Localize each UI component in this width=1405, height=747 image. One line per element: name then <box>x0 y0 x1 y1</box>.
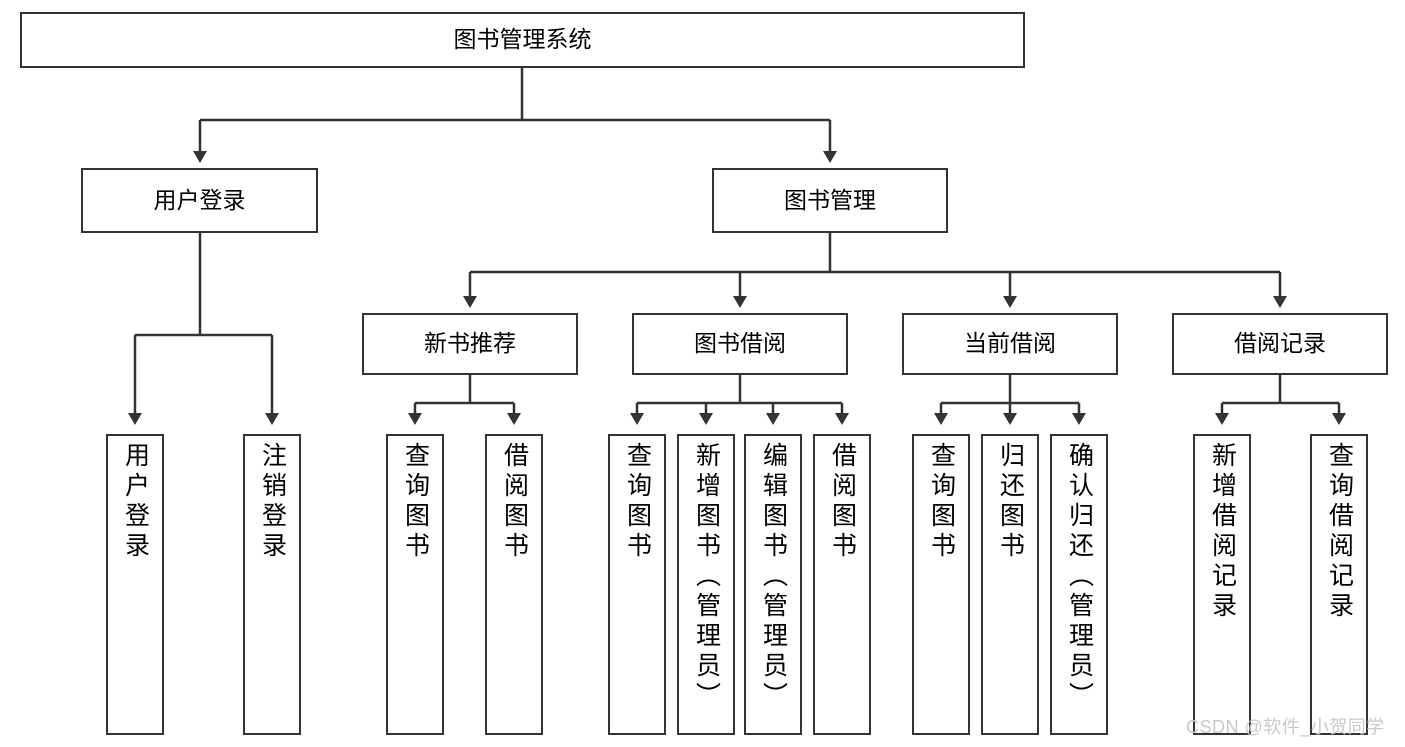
node-label: 编辑图书（管理员） <box>759 442 788 712</box>
leaf-query-book-borrow[interactable]: 查询图书 <box>608 434 666 735</box>
node-label: 新增借阅记录 <box>1208 442 1237 622</box>
node-label: 归还图书 <box>996 442 1025 562</box>
node-book-borrow[interactable]: 图书借阅 <box>632 313 848 375</box>
leaf-add-borrow-record[interactable]: 新增借阅记录 <box>1193 434 1251 735</box>
node-current-borrow[interactable]: 当前借阅 <box>902 313 1118 375</box>
leaf-confirm-return-admin[interactable]: 确认归还（管理员） <box>1050 434 1108 735</box>
node-label: 新增图书（管理员） <box>692 442 721 712</box>
node-label: 查询借阅记录 <box>1325 442 1354 622</box>
node-root-book-management-system[interactable]: 图书管理系统 <box>20 12 1025 68</box>
node-label: 图书借阅 <box>694 330 786 357</box>
node-new-book-recommend[interactable]: 新书推荐 <box>362 313 578 375</box>
node-label: 查询图书 <box>927 442 956 562</box>
node-user-login[interactable]: 用户登录 <box>81 168 318 233</box>
leaf-logout[interactable]: 注销登录 <box>243 434 301 735</box>
leaf-query-borrow-record[interactable]: 查询借阅记录 <box>1310 434 1368 735</box>
leaf-query-book-recommend[interactable]: 查询图书 <box>386 434 444 735</box>
node-label: 新书推荐 <box>424 330 516 357</box>
leaf-return-book[interactable]: 归还图书 <box>981 434 1039 735</box>
csdn-watermark: CSDN @软件_小贺同学 <box>1186 717 1385 737</box>
node-label: 用户登录 <box>121 442 150 562</box>
node-label: 图书管理 <box>784 186 876 213</box>
leaf-user-login[interactable]: 用户登录 <box>106 434 164 735</box>
node-label: 图书管理系统 <box>453 26 592 53</box>
leaf-add-book-admin[interactable]: 新增图书（管理员） <box>677 434 735 735</box>
node-label: 借阅记录 <box>1234 330 1326 357</box>
node-label: 查询图书 <box>623 442 652 562</box>
node-label: 注销登录 <box>258 442 287 562</box>
node-borrow-record[interactable]: 借阅记录 <box>1172 313 1388 375</box>
node-book-management[interactable]: 图书管理 <box>712 168 948 233</box>
node-label: 借阅图书 <box>500 442 529 562</box>
node-label: 借阅图书 <box>828 442 857 562</box>
leaf-query-book-current[interactable]: 查询图书 <box>912 434 970 735</box>
leaf-borrow-book-recommend[interactable]: 借阅图书 <box>485 434 543 735</box>
node-label: 查询图书 <box>401 442 430 562</box>
leaf-borrow-book[interactable]: 借阅图书 <box>813 434 871 735</box>
node-label: 用户登录 <box>153 186 246 213</box>
node-label: 确认归还（管理员） <box>1065 442 1094 712</box>
leaf-edit-book-admin[interactable]: 编辑图书（管理员） <box>744 434 802 735</box>
node-label: 当前借阅 <box>964 330 1056 357</box>
